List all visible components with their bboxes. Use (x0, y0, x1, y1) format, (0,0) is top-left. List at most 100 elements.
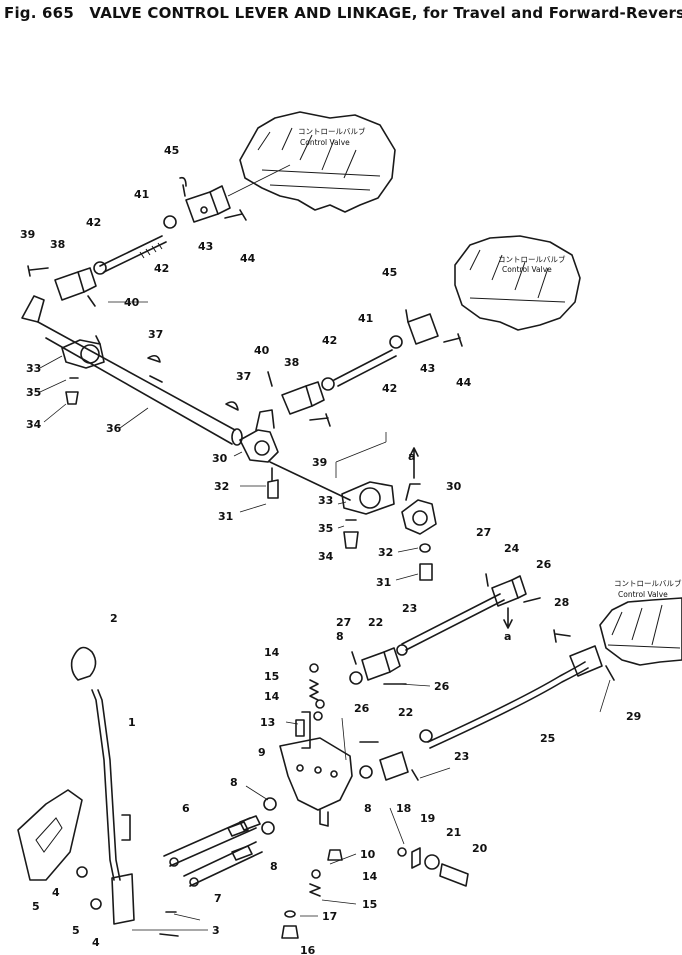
control-valve-jp-label: コントロールバルブ (298, 126, 366, 136)
leader-lines (39, 301, 611, 931)
part-label: 5 (72, 924, 80, 937)
part-label: 8 (270, 860, 278, 873)
view-a-label-bottom: a (504, 630, 511, 643)
shift-gate-plate (17, 789, 83, 881)
part-label: 30 (446, 480, 462, 493)
part-label: 42 (382, 382, 397, 395)
part-label: 16 (300, 944, 316, 955)
part-label: 8 (230, 776, 238, 789)
key-37-upper (147, 354, 161, 363)
clevis-top (179, 164, 291, 223)
figure-caption: VALVE CONTROL LEVER AND LINKAGE, for Tra… (89, 4, 682, 22)
part-label: 26 (434, 680, 450, 693)
part-label: 26 (354, 702, 370, 715)
part-label: 2 (110, 612, 118, 625)
part-label: 28 (554, 596, 569, 609)
figure-number: Fig. 665 (4, 4, 74, 22)
part-label: 32 (378, 546, 393, 559)
part-label: 41 (358, 312, 373, 325)
part-label: 31 (218, 510, 233, 523)
control-lever (70, 646, 135, 925)
part-label: 37 (236, 370, 251, 383)
lever-arm-upper (239, 409, 351, 501)
part-label: 39 (312, 456, 327, 469)
control-valve-middle: コントロールバルブ Control Valve (454, 235, 581, 331)
bracket-33-middle (335, 432, 395, 549)
control-valve-right: コントロールバルブ Control Valve (599, 578, 682, 666)
part-label: 20 (472, 842, 488, 855)
part-label: 3 (212, 924, 220, 937)
part-label: 17 (322, 910, 337, 923)
part-label: 21 (446, 826, 461, 839)
clevis-22-upper (349, 647, 407, 685)
part-label: 35 (26, 386, 41, 399)
part-label: 45 (382, 266, 397, 279)
figure-title: Fig. 665 VALVE CONTROL LEVER AND LINKAGE… (4, 4, 682, 22)
part-label: 14 (362, 870, 378, 883)
part-label: 10 (360, 848, 376, 861)
part-label: 39 (20, 228, 35, 241)
part-label: 22 (398, 706, 413, 719)
part-label: 33 (318, 494, 333, 507)
rod-top (93, 215, 177, 275)
part-label: 45 (164, 144, 179, 157)
part-label: 8 (336, 630, 344, 643)
part-label: 13 (260, 716, 275, 729)
clevis-38-middle (267, 309, 463, 427)
part-label: 4 (52, 886, 60, 899)
clevis-22-lower (359, 741, 419, 781)
part-label: 14 (264, 646, 280, 659)
detent-parts (76, 663, 469, 939)
part-label: 40 (124, 296, 140, 309)
part-label: 5 (32, 900, 40, 913)
part-label: 23 (454, 750, 469, 763)
lever-arm-right (401, 447, 437, 581)
part-label: 1 (128, 716, 136, 729)
part-label: 24 (504, 542, 520, 555)
part-label: 31 (376, 576, 391, 589)
part-label: 29 (626, 710, 641, 723)
part-label: 14 (264, 690, 280, 703)
part-label: 44 (456, 376, 472, 389)
control-valve-en-label: Control Valve (300, 138, 350, 147)
part-label: 30 (212, 452, 228, 465)
part-label: 18 (396, 802, 411, 815)
part-label: 22 (368, 616, 383, 629)
part-label: 42 (154, 262, 169, 275)
rod-24 (396, 573, 541, 656)
part-label: 15 (362, 898, 377, 911)
part-label: 9 (258, 746, 266, 759)
part-label: 38 (284, 356, 299, 369)
part-label: 34 (26, 418, 42, 431)
part-label: 19 (420, 812, 435, 825)
control-valve-2-jp-label: コントロールバルブ (498, 254, 566, 264)
part-label: 7 (214, 892, 222, 905)
spool-6 (163, 815, 261, 867)
part-labels: 1 2 3 4 4 5 5 6 7 8 8 8 8 9 10 13 14 14 … (20, 144, 641, 955)
control-valve-top: コントロールバルブ Control Valve (239, 111, 396, 213)
part-label: 41 (134, 188, 149, 201)
part-label: 33 (26, 362, 41, 375)
part-label: 27 (476, 526, 491, 539)
part-label: 26 (536, 558, 552, 571)
part-label: 37 (148, 328, 163, 341)
lever-housing (279, 711, 353, 827)
part-label: 40 (254, 344, 270, 357)
part-label: 42 (322, 334, 337, 347)
part-label: 42 (86, 216, 101, 229)
part-label: 27 (336, 616, 351, 629)
cross-shaft (21, 295, 243, 446)
spool-7 (183, 841, 263, 887)
key-37-lower (225, 401, 239, 411)
view-a-label-top: a (408, 450, 415, 463)
part-label: 8 (364, 802, 372, 815)
part-label: 6 (182, 802, 190, 815)
clevis-38-left (27, 265, 97, 307)
part-label: 4 (92, 936, 100, 949)
part-label: 43 (420, 362, 435, 375)
part-label: 15 (264, 670, 279, 683)
part-label: 25 (540, 732, 555, 745)
part-label: 36 (106, 422, 122, 435)
part-label: 35 (318, 522, 333, 535)
